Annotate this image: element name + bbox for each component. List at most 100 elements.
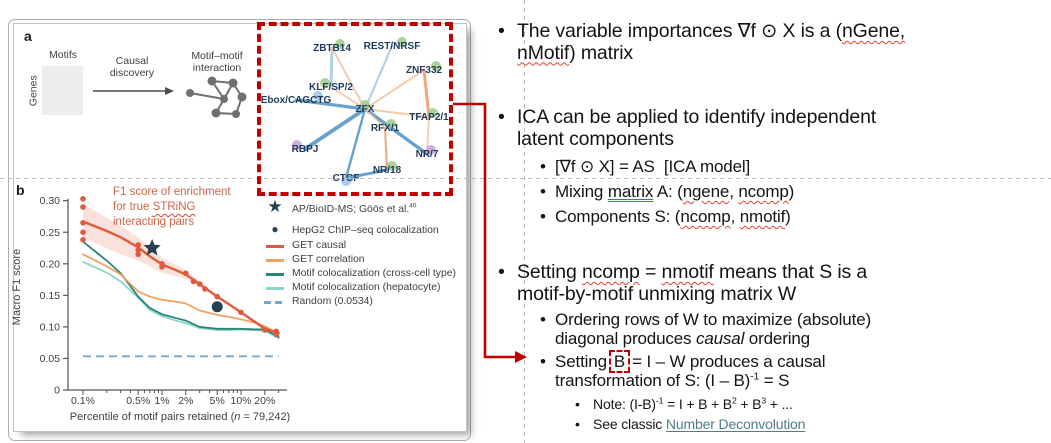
- spellcheck-word: nmotif: [739, 207, 786, 226]
- slide-text-column: •The variable importances ∇f ⊙ X is a (n…: [490, 0, 1046, 443]
- motif-interaction-caption: Motif–motif interaction: [191, 50, 243, 74]
- circle-icon: ●: [271, 222, 279, 236]
- text-segment: -1: [750, 370, 760, 383]
- text-segment: 2: [731, 395, 737, 406]
- panel-a-label: a: [24, 28, 32, 44]
- text-line: Setting ncomp = nmotif means that S is a: [517, 261, 868, 284]
- text-segment: latent components: [517, 127, 674, 150]
- text-segment: matrix: [607, 182, 654, 201]
- text-segment: -1: [655, 395, 664, 406]
- legend-label: GET causal: [292, 240, 347, 251]
- bullet-b2s2: • Mixing matrix A: (ngene, ncomp): [490, 182, 794, 201]
- text-segment: ): [785, 207, 791, 226]
- bullet-marker: •: [540, 207, 546, 226]
- text-segment: Setting: [555, 352, 607, 371]
- bullet-b3: • Setting ncomp = nmotif means that S is …: [490, 261, 868, 306]
- spellcheck-word: nGene,: [841, 20, 906, 42]
- bullet-marker: •: [498, 261, 505, 283]
- spellcheck-word: nMotif: [517, 41, 570, 64]
- text-line: The variable importances ∇f ⊙ X is a (nG…: [517, 20, 906, 43]
- text-segment: motif-by-motif unmixing matrix W: [517, 282, 797, 305]
- bullet-b3s1: • Ordering rows of W to maximize (absolut…: [490, 310, 871, 348]
- bullet-marker: •: [540, 157, 546, 176]
- text-segment: ordering: [744, 329, 810, 348]
- legend-label: GET correlation: [292, 254, 365, 265]
- panel-b-label: b: [16, 182, 25, 198]
- text-line: Mixing matrix A: (ngene, ncomp): [555, 182, 794, 201]
- motifs-label: Motifs: [48, 49, 77, 61]
- text-segment: = I + B + B: [663, 396, 732, 412]
- chart-annotation: F1 score of enrichment for true STRiNG i…: [113, 186, 231, 228]
- vertical-guide-line[interactable]: [524, 0, 525, 443]
- bullet-marker: •: [540, 182, 546, 201]
- text-line: Ordering rows of W to maximize (absolute…: [555, 310, 871, 329]
- spellcheck-word: STRiNG: [152, 201, 196, 213]
- text-line: latent components: [517, 127, 876, 151]
- text-segment: ,: [730, 207, 740, 226]
- text-segment: = S: [759, 371, 790, 390]
- gene-motif-matrix: [42, 66, 83, 115]
- legend-label: Random (0.0534): [292, 296, 373, 307]
- text-line: motif-by-motif unmixing matrix W: [517, 282, 867, 306]
- text-line: diagonal produces causal ordering: [555, 329, 871, 348]
- text-segment: =: [639, 261, 662, 283]
- legend-label: Motif colocalization (cross-cell type): [292, 268, 456, 279]
- text-line: Components S: (ncomp, nmotif): [555, 207, 791, 226]
- boxed-B-annotation: B: [608, 350, 631, 373]
- network-callout-box[interactable]: [257, 22, 453, 196]
- causal-discovery-caption: Causal discovery: [109, 55, 155, 79]
- text-segment: ICA can be applied to identify independe…: [517, 106, 877, 128]
- text-segment: A: (: [653, 182, 683, 201]
- spellcheck-word: ncomp: [680, 207, 731, 226]
- bullet-b3s3: • Note: (I-B)-1 = I + B + B2 + B3 + ...: [490, 396, 793, 413]
- text-segment: Mixing: [555, 182, 608, 201]
- bullet-marker: •: [540, 352, 546, 371]
- spellcheck-word: nmotif: [661, 261, 714, 283]
- text-segment: + B: [736, 396, 762, 412]
- horizontal-guide-line[interactable]: [0, 178, 1051, 179]
- text-line: ICA can be applied to identify independe…: [517, 106, 877, 129]
- legend-label: AP/BioID-MS; Göös et al.40: [292, 202, 417, 215]
- text-segment: Ordering rows of W to maximize (absolute…: [555, 310, 872, 329]
- number-deconvolution-link[interactable]: Number Deconvolution: [665, 416, 806, 432]
- bullet-marker: •: [575, 396, 580, 412]
- text-segment: Note: (I-B): [593, 396, 656, 412]
- text-segment: ,: [729, 182, 739, 201]
- text-line: See classic Number Deconvolution: [593, 416, 805, 433]
- text-segment: transformation of S: (I – B): [555, 371, 751, 390]
- text-segment: ) matrix: [569, 41, 633, 64]
- text-segment: 3: [761, 395, 767, 406]
- text-segment: The variable importances ∇f ⊙ X is a (: [517, 20, 842, 42]
- text-segment: + ...: [766, 396, 793, 412]
- text-segment: means that S is a: [713, 261, 868, 283]
- spellcheck-word: ncomp: [581, 261, 640, 283]
- text-segment: ): [788, 182, 795, 201]
- text-line: [∇f ⊙ X] = AS [ICA model]: [555, 157, 750, 176]
- text-segment: diagonal produces: [555, 329, 696, 348]
- legend-label: HepG2 ChIP–seq colocalization: [292, 225, 439, 236]
- text-segment: Components S: (: [555, 207, 681, 226]
- bullet-b2: • ICA can be applied to identify independ…: [490, 106, 877, 151]
- genes-label: Genes: [27, 75, 40, 107]
- text-segment: [∇f ⊙ X] = AS [ICA model]: [555, 157, 751, 176]
- bullet-b1: • The variable importances ∇f ⊙ X is a (n…: [490, 20, 906, 65]
- bullet-b3s4: • See classic Number Deconvolution: [490, 416, 805, 433]
- bullet-marker: •: [498, 20, 505, 42]
- bullet-b2s1: • [∇f ⊙ X] = AS [ICA model]: [490, 157, 750, 176]
- bullet-marker: •: [498, 106, 505, 128]
- text-segment: Setting: [517, 261, 582, 283]
- text-line: Note: (I-B)-1 = I + B + B2 + B3 + ...: [593, 396, 793, 413]
- star-icon: ★: [267, 197, 283, 216]
- spellcheck-word: ncomp: [738, 182, 789, 201]
- text-segment: = I – W produces a causal: [632, 352, 826, 371]
- text-line: transformation of S: (I – B)-1 = S: [555, 371, 825, 390]
- text-segment: causal: [695, 329, 745, 348]
- bullet-marker: •: [575, 416, 580, 432]
- bullet-b2s3: • Components S: (ncomp, nmotif): [490, 207, 791, 226]
- spellcheck-word: ngene: [682, 182, 730, 201]
- bullet-marker: •: [540, 310, 546, 329]
- text-line: nMotif) matrix: [517, 41, 905, 65]
